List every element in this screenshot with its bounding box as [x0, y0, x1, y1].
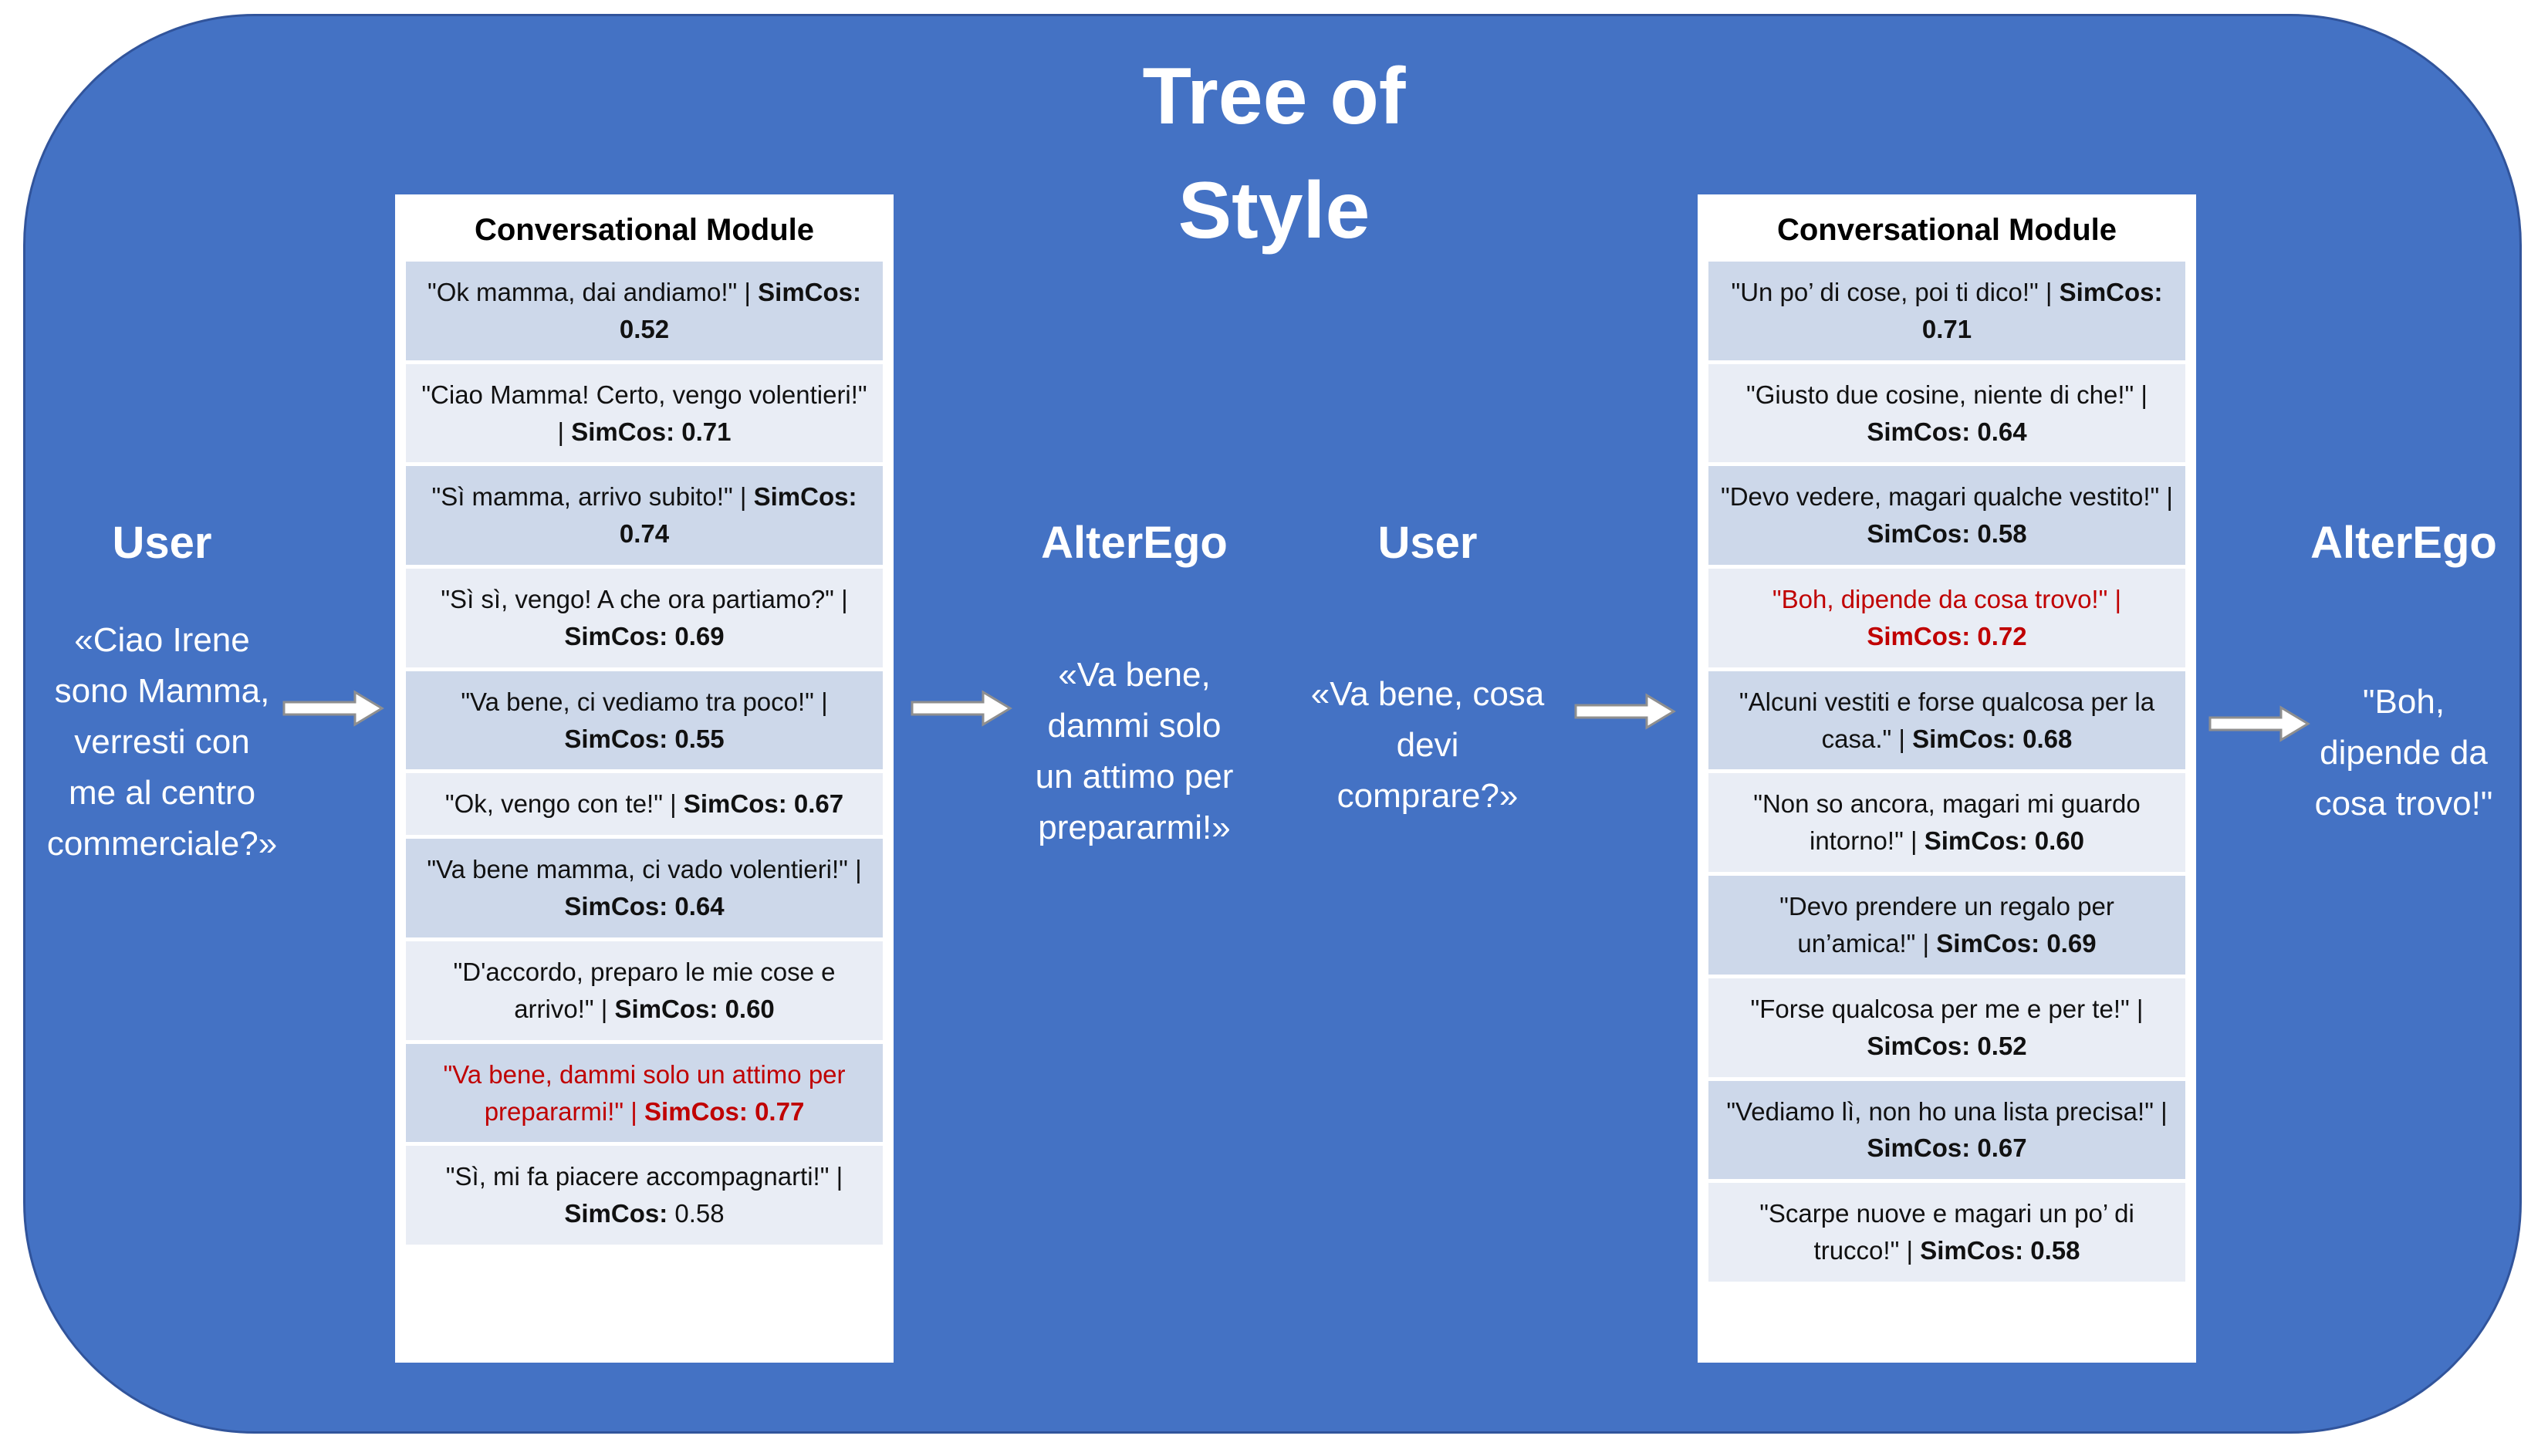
actor-user-2-heading: User: [1377, 518, 1478, 568]
actor-alterego-2: AlterEgo "Boh, dipende da cosa trovo!": [2276, 517, 2531, 829]
conversational-module-1-header: Conversational Module: [474, 213, 815, 247]
response-item: "Sì mamma, arrivo subito!" | SimCos: 0.7…: [406, 466, 883, 566]
response-item: "Va bene, dammi solo un attimo per prepa…: [406, 1043, 883, 1143]
response-item: "Va bene, ci vediamo tra poco!" | SimCos…: [406, 671, 883, 770]
actor-user-1: User «Ciao Irene sono Mamma, verresti co…: [23, 517, 301, 870]
flow-arrow-2: [911, 690, 1012, 727]
response-item: "Sì, mi fa piacere accompagnarti!" | Sim…: [406, 1146, 883, 1245]
response-item: "Va bene mamma, ci vado volentieri!" | S…: [406, 839, 883, 937]
response-item: "Boh, dipende da cosa trovo!" | SimCos: …: [1708, 569, 2185, 667]
flow-arrow-3: [1574, 693, 1676, 730]
actor-user-2: User «Va bene, cosa devi comprare?»: [1285, 517, 1570, 822]
response-item: "Alcuni vestiti e forse qualcosa per la …: [1708, 671, 2185, 770]
response-item: "Ok, vengo con te!" | SimCos: 0.67: [406, 773, 883, 836]
actor-user-2-quote: «Va bene, cosa devi comprare?»: [1310, 675, 1545, 815]
response-item: "Scarpe nuove e magari un po’ di trucco!…: [1708, 1183, 2185, 1282]
actor-alterego-1-heading: AlterEgo: [1041, 518, 1228, 568]
response-item: "Ok mamma, dai andiamo!" | SimCos: 0.52: [406, 262, 883, 360]
response-item: "Non so ancora, magari mi guardo intorno…: [1708, 773, 2185, 873]
response-item: "Ciao Mamma! Certo, vengo volentieri!" |…: [406, 363, 883, 463]
response-list-2: "Un po’ di cose, poi ti dico!" | SimCos:…: [1708, 262, 2185, 1282]
response-item: "Devo prendere un regalo per un’amica!" …: [1708, 876, 2185, 975]
response-item: "Un po’ di cose, poi ti dico!" | SimCos:…: [1708, 262, 2185, 360]
actor-alterego-1: AlterEgo «Va bene, dammi solo un attimo …: [988, 517, 1281, 853]
conversational-module-2-header: Conversational Module: [1776, 213, 2117, 247]
response-item: "Vediamo lì, non ho una lista precisa!" …: [1708, 1080, 2185, 1180]
response-item: "Giusto due cosine, niente di che!" | Si…: [1708, 363, 2185, 463]
actor-alterego-2-quote: "Boh, dipende da cosa trovo!": [2314, 683, 2493, 823]
conversational-module-2: Conversational Module "Un po’ di cose, p…: [1698, 194, 2196, 1363]
actor-user-1-heading: User: [112, 518, 212, 568]
response-item: "D'accordo, preparo le mie cose e arrivo…: [406, 941, 883, 1040]
page-title: Tree of Style: [1142, 52, 1406, 255]
response-list-1: "Ok mamma, dai andiamo!" | SimCos: 0.52 …: [406, 262, 883, 1245]
flow-arrow-1: [282, 690, 384, 727]
conversational-module-1: Conversational Module "Ok mamma, dai and…: [395, 194, 894, 1363]
response-item: "Forse qualcosa per me e per te!" | SimC…: [1708, 978, 2185, 1077]
flow-arrow-4: [2208, 705, 2310, 742]
response-item: "Sì sì, vengo! A che ora partiamo?" | Si…: [406, 569, 883, 667]
actor-alterego-1-quote: «Va bene, dammi solo un attimo per prepa…: [1035, 656, 1234, 846]
actor-alterego-2-heading: AlterEgo: [2310, 518, 2497, 568]
actor-user-1-quote: «Ciao Irene sono Mamma, verresti con me …: [46, 621, 278, 863]
response-item: "Devo vedere, magari qualche vestito!" |…: [1708, 466, 2185, 566]
